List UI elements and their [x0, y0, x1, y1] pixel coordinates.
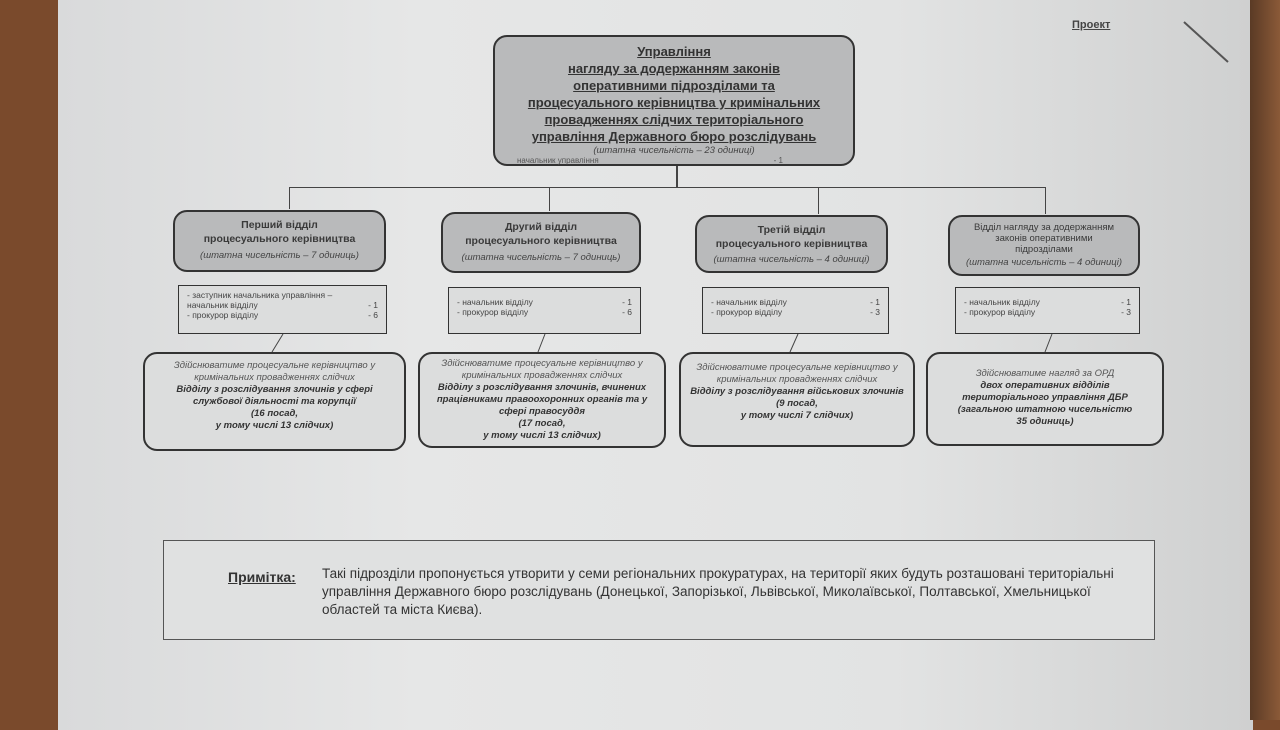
- staff-count: - 6: [368, 310, 378, 320]
- function-count: (16 посад,: [250, 408, 299, 419]
- function-count: у тому числі 13 слідчих): [215, 420, 334, 431]
- staff-box-4: - начальник відділу - 1 - прокурор відділ…: [955, 287, 1140, 334]
- connector: [549, 187, 550, 211]
- staff-count: - 1: [870, 297, 880, 307]
- staff-box-3: - начальник відділу - 1 - прокурор відділ…: [702, 287, 889, 334]
- dept-title: Відділ нагляду за додержанням: [973, 222, 1115, 233]
- staff-count: - 1: [1121, 297, 1131, 307]
- connector: [289, 187, 290, 209]
- dept-title: підрозділами: [1015, 244, 1073, 255]
- staff-box-2: - начальник відділу - 1 - прокурор відділ…: [448, 287, 641, 334]
- function-count: (9 посад,: [776, 398, 818, 409]
- function-intro: Здійснюватиме процесуальне керівництво у…: [173, 360, 376, 383]
- note-text: Такі підрозділи пропонується утворити у …: [322, 566, 1114, 617]
- connector: [289, 187, 1046, 188]
- dept-headcount: (штатна чисельність – 7 одиниць): [200, 250, 359, 261]
- dept-title: Другий відділ: [504, 221, 578, 233]
- dept-title: Перший відділ: [241, 219, 318, 231]
- dept-title: процесуального керівництва: [715, 238, 868, 250]
- title-line: провадженнях слідчих територіального: [544, 112, 804, 127]
- staff-label: - прокурор відділу: [457, 307, 529, 317]
- function-box-2: Здійснюватиме процесуальне керівництво у…: [418, 352, 666, 448]
- dept-headcount: (штатна чисельність – 7 одиниць): [461, 252, 621, 263]
- title-line: Управління: [637, 44, 711, 59]
- top-unit-staff: начальник управління - 1: [495, 156, 853, 165]
- staff-label: - начальник відділу: [711, 297, 787, 307]
- staff-count: - 1: [773, 156, 783, 165]
- title-line: процесуального керівництва у кримінальни…: [527, 95, 821, 110]
- top-unit-title: Управління нагляду за додержанням законі…: [495, 43, 853, 145]
- function-count: 35 одиниць): [1016, 416, 1074, 427]
- title-line: нагляду за додержанням законів: [567, 61, 781, 76]
- function-intro: Здійснюватиме нагляд за ОРД: [975, 368, 1115, 379]
- function-intro: Здійснюватиме процесуальне керівництво у…: [441, 358, 643, 381]
- staff-label: - начальник відділу: [457, 297, 533, 307]
- staff-label: начальник відділу: [187, 300, 258, 310]
- staff-count: - 3: [1121, 307, 1131, 317]
- function-count: (загальною штатною чисельністю: [957, 404, 1133, 415]
- title-line: управління Державного бюро розслідувань: [531, 129, 817, 144]
- pen-mark: [1183, 21, 1229, 63]
- staff-label: начальник управління: [517, 156, 599, 165]
- function-box-4: Здійснюватиме нагляд за ОРД двох операти…: [926, 352, 1164, 446]
- dept-title: процесуального керівництва: [465, 235, 617, 247]
- note-label: Примітка:: [228, 569, 296, 585]
- function-target: Відділу з розслідування злочинів, вчинен…: [436, 382, 648, 417]
- function-count: у тому числі 13 слідчих): [483, 430, 601, 441]
- staff-label: - прокурор відділу: [187, 310, 259, 320]
- function-target: Відділу з розслідування злочинів у сфері…: [176, 384, 373, 407]
- staff-label: - прокурор відділу: [711, 307, 783, 317]
- staff-count: - 3: [870, 307, 880, 317]
- title-line: оперативними підрозділами та: [573, 78, 775, 93]
- function-intro: Здійснюватиме процесуальне керівництво у…: [696, 362, 898, 385]
- staff-label: - начальник відділу: [964, 297, 1040, 307]
- function-count: у тому числі 7 слідчих): [740, 410, 854, 421]
- draft-label: Проект: [1072, 19, 1111, 31]
- dept-title: процесуального керівництва: [203, 233, 356, 245]
- dept-title: законів оперативними: [995, 233, 1093, 244]
- staff-count: - 1: [368, 300, 378, 310]
- staff-box-1: - заступник начальника управління – нача…: [178, 285, 387, 334]
- function-box-3: Здійснюватиме процесуальне керівництво у…: [679, 352, 915, 447]
- function-target: двох оперативних відділів територіальног…: [962, 380, 1128, 403]
- connector: [1045, 187, 1046, 214]
- function-count: (17 посад,: [518, 418, 566, 429]
- top-unit-box: Управління нагляду за додержанням законі…: [493, 35, 855, 166]
- connector: [818, 187, 819, 214]
- staff-label: - заступник начальника управління –: [187, 290, 333, 300]
- connector: [676, 165, 678, 188]
- dept-headcount: (штатна чисельність – 4 одиниці): [966, 257, 1122, 268]
- staff-label: - прокурор відділу: [964, 307, 1036, 317]
- staff-count: - 6: [622, 307, 632, 317]
- dept-title: Третій відділ: [757, 224, 826, 236]
- dept-headcount: (штатна чисельність – 4 одиниці): [713, 254, 870, 265]
- function-box-1: Здійснюватиме процесуальне керівництво у…: [143, 352, 406, 451]
- background-edge: [1250, 0, 1280, 720]
- top-unit-headcount: (штатна чисельність – 23 одиниці): [593, 145, 755, 156]
- note-box: Примітка: Такі підрозділи пропонується у…: [163, 540, 1155, 640]
- staff-count: - 1: [622, 297, 632, 307]
- function-target: Відділу з розслідування військових злочи…: [690, 386, 904, 397]
